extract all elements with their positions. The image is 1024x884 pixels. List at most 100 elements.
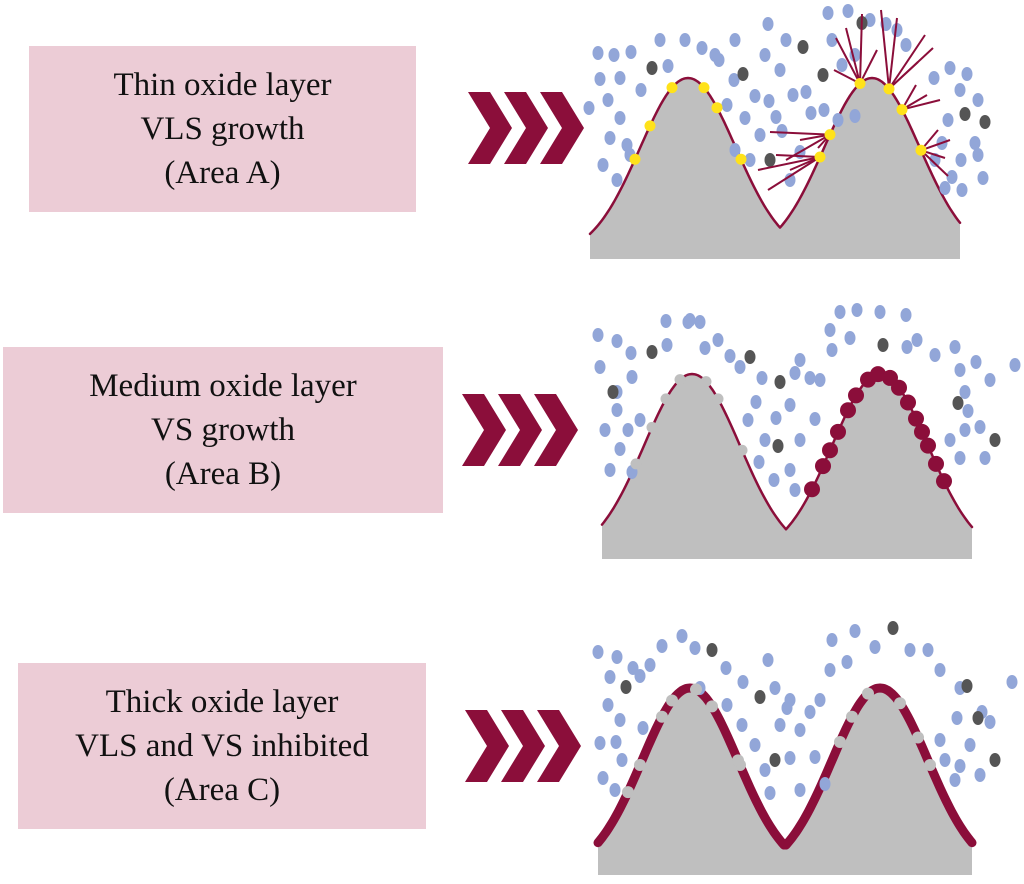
vapor-particle	[794, 723, 806, 737]
vapor-particle	[962, 404, 974, 418]
vapor-particle	[720, 661, 732, 675]
vapor-particle	[597, 158, 609, 172]
vapor-particle	[934, 733, 946, 747]
nanowires	[757, 9, 951, 191]
vapor-particle-dark	[774, 375, 786, 389]
vapor-particle	[694, 315, 706, 329]
vapor-particle	[769, 681, 781, 695]
nanowire	[845, 27, 861, 84]
vapor-particle	[849, 109, 861, 123]
vapor-particle-dark	[989, 433, 1001, 447]
vapor-particle	[805, 106, 817, 120]
vapor-particle	[627, 661, 639, 675]
vapor-particle	[834, 305, 846, 319]
vapor-particle	[961, 67, 973, 81]
oxide-bump	[924, 759, 936, 772]
vapor-particle	[774, 718, 786, 732]
vapor-particle	[822, 6, 834, 20]
catalyst-droplet	[814, 151, 826, 163]
vapor-particle	[851, 303, 863, 317]
vapor-particle	[744, 153, 756, 167]
vapor-particle	[712, 333, 724, 347]
vapor-particle	[729, 143, 741, 157]
vs-deposits	[804, 366, 952, 498]
vapor-particle-dark	[772, 439, 784, 453]
vapor-particle	[922, 643, 934, 657]
catalyst-droplet	[735, 153, 747, 165]
oxide-bump	[732, 754, 744, 767]
vapor-particle	[614, 71, 626, 85]
vapor-particle	[594, 360, 606, 374]
vapor-particle	[959, 385, 971, 399]
vapor-particle	[1006, 675, 1018, 689]
vapor-particle	[984, 715, 996, 729]
vapor-particle	[635, 83, 647, 97]
vapor-particle	[970, 355, 982, 369]
vapor-particle	[592, 46, 604, 60]
vapor-particle	[724, 349, 736, 363]
oxide-bump	[630, 458, 642, 470]
vs-deposit	[900, 394, 916, 411]
vapor-particle	[768, 473, 780, 487]
catalyst-droplet	[666, 82, 678, 94]
vapor-particle	[749, 89, 761, 103]
vapor-particle	[977, 171, 989, 185]
vapor-particle-dark	[887, 621, 899, 635]
vapor-particle	[939, 753, 951, 767]
vs-deposit	[815, 458, 831, 475]
vapor-particle-dark	[961, 679, 973, 693]
vs-deposit	[830, 423, 846, 440]
vapor-particle	[679, 33, 691, 47]
vapor-particle	[874, 305, 886, 319]
vapor-particle	[759, 763, 771, 777]
vapor-particle	[604, 131, 616, 145]
vapor-particle	[759, 433, 771, 447]
vapor-particle	[583, 101, 595, 115]
oxide-bump	[706, 700, 718, 713]
oxide-bump	[646, 421, 658, 433]
label-area-b-line-2: VS growth	[151, 412, 295, 448]
vapor-particle	[984, 373, 996, 387]
vapor-particle	[794, 783, 806, 797]
vapor-particle	[974, 420, 986, 434]
label-area-a-line-3: (Area A)	[164, 155, 281, 191]
label-area-a-line-2: VLS growth	[140, 111, 305, 147]
vapor-particle	[604, 670, 616, 684]
vapor-particle	[637, 721, 649, 735]
vapor-particles	[592, 621, 1018, 800]
nanowire	[888, 17, 898, 89]
vs-deposit	[848, 387, 864, 404]
vapor-particle	[928, 71, 940, 85]
vapor-particle	[804, 371, 816, 385]
vapor-particle	[611, 650, 623, 664]
panel-area-b	[462, 303, 1021, 559]
vapor-particle	[736, 718, 748, 732]
nanowire	[901, 99, 941, 111]
vapor-particle	[614, 111, 626, 125]
substrate-shape	[598, 688, 972, 875]
vapor-particle	[608, 48, 620, 62]
vapor-particle	[955, 153, 967, 167]
vapor-particle	[841, 655, 853, 669]
label-area-b-line-1: Medium oxide layer	[89, 368, 357, 404]
vapor-particle	[809, 750, 821, 764]
vapor-particle-dark	[646, 61, 658, 75]
oxide-bump	[712, 393, 724, 405]
vapor-particle	[934, 663, 946, 677]
vapor-particle	[814, 693, 826, 707]
oxide-bump	[834, 735, 846, 748]
vapor-particle	[662, 59, 674, 73]
vapor-particle	[625, 346, 637, 360]
vapor-particle	[794, 353, 806, 367]
label-area-c-line-2: VLS and VS inhibited	[75, 728, 369, 764]
vapor-particle	[644, 658, 656, 672]
vapor-particle	[818, 103, 830, 117]
vapor-particle-dark	[706, 643, 718, 657]
vapor-particle	[776, 124, 788, 138]
vapor-particle	[728, 73, 740, 87]
vapor-particle	[764, 786, 776, 800]
catalyst-droplet	[698, 82, 710, 94]
vapor-particle	[634, 669, 646, 683]
vapor-particle	[762, 17, 774, 31]
vapor-particle	[739, 111, 751, 125]
